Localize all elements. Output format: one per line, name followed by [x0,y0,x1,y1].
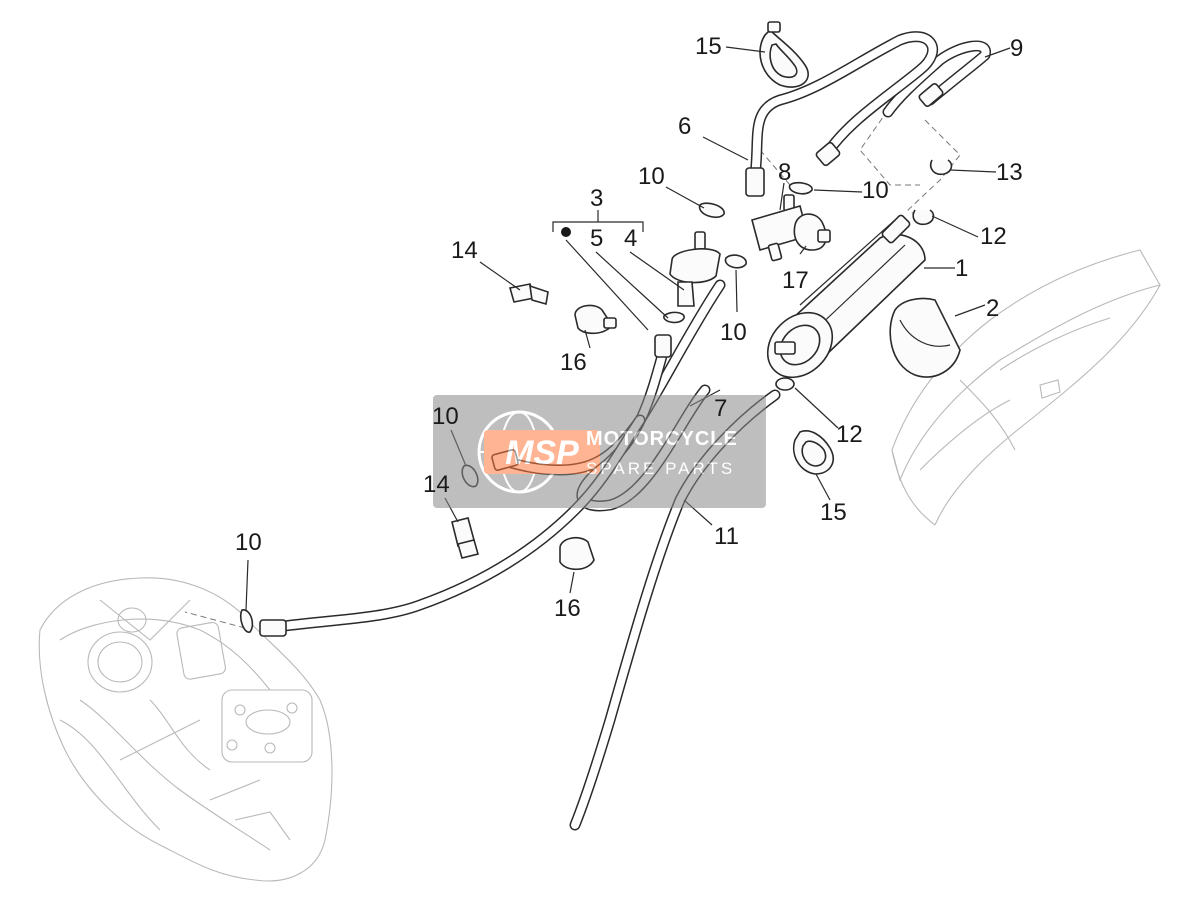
callout-14-a: 14 [451,237,478,264]
ring-12-top [912,209,935,226]
assembly-dash-lines [184,109,961,629]
watermark-logo: MSP [505,434,579,472]
callout-10-e: 10 [235,529,262,556]
callout-10-a: 10 [638,163,665,190]
assembly-3-bracket [552,210,644,237]
watermark-logo-box [484,430,600,474]
callout-3: 3 [590,185,603,212]
callout-10-c: 10 [720,319,747,346]
callout-10-b: 10 [862,177,889,204]
callout-2: 2 [986,295,999,322]
clip-10-e [239,609,254,633]
callout-15-a: 15 [695,33,722,60]
callout-11: 11 [714,523,739,550]
callout-16-a: 16 [560,349,587,376]
assembly-3-dot [561,227,571,237]
clip-10-c [724,254,747,269]
fastener-14-bottom [451,517,479,559]
callout-6: 6 [678,113,691,140]
clamp-17 [793,213,831,251]
bracket-2 [889,297,961,378]
watermark-line2: SPARE PARTS [586,459,735,478]
hose-6 [745,31,938,197]
callout-10-d: 10 [432,403,459,430]
callout-5: 5 [590,225,603,252]
frame-ghost [891,249,1161,526]
callout-12-b: 12 [836,421,863,448]
fastener-14-top [508,283,549,306]
clip-10-a [698,202,725,219]
callout-17: 17 [782,267,809,294]
ring-12-bottom [775,377,795,391]
valve-4 [669,231,721,307]
callout-9: 9 [1010,35,1023,62]
clip-5 [663,311,685,324]
watermark: MSP MOTORCYCLE SPARE PARTS [433,395,766,508]
clamp-16-top [574,304,617,335]
callout-14-b: 14 [423,471,450,498]
callout-16-b: 16 [554,595,581,622]
leader-lines [245,46,1011,611]
callout-13: 13 [996,159,1023,186]
fuel-pump-1 [766,214,926,379]
clamp-16-bottom [559,536,595,571]
callout-labels: 1 2 3 4 5 6 7 8 9 10 10 10 10 10 11 12 1… [235,33,1023,622]
clip-15-top [759,21,809,88]
clip-10-b [788,182,813,195]
callout-15-b: 15 [820,499,847,526]
callout-1: 1 [955,255,968,282]
callout-8: 8 [778,159,791,186]
watermark-line1: MOTORCYCLE [586,428,738,450]
clip-15-bottom [793,430,834,475]
callout-12-a: 12 [980,223,1007,250]
ring-13 [929,159,953,176]
callout-4: 4 [624,225,637,252]
fuel-tank-ghost [38,577,333,882]
hose-9 [882,40,991,118]
callout-7: 7 [714,395,727,422]
